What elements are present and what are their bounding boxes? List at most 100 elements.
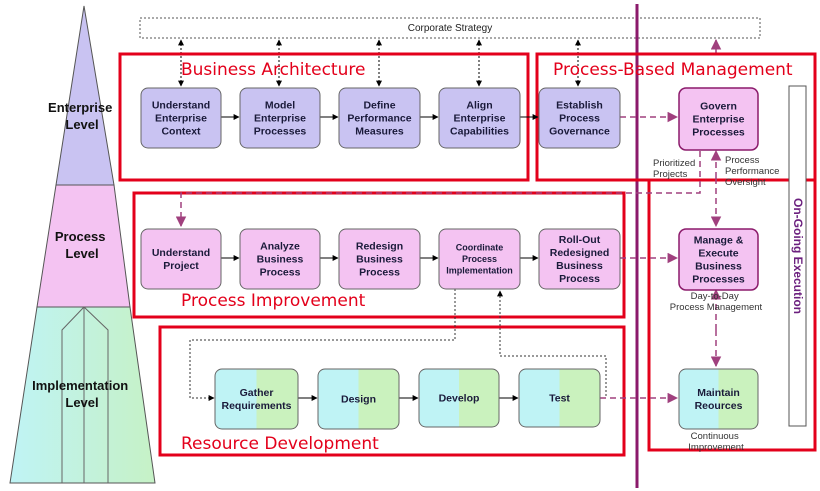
continuous-improvement-note: Continuous Improvement (688, 431, 744, 453)
ongoing-execution-label: On-Going Execution (791, 198, 805, 314)
node-box (214, 368, 299, 430)
day-to-day-process-management-note: Day-to-Day Process Management (670, 291, 763, 313)
process-level-label: Process Level (55, 229, 109, 261)
node-label-line: Context (161, 126, 201, 138)
prioritized-projects-note: Prioritized Projects (653, 158, 698, 180)
node-box (338, 87, 421, 149)
node-box (239, 87, 321, 149)
node-label: Develop (439, 393, 480, 405)
node-label-line: Process (559, 273, 600, 285)
node-label-line: Process (260, 267, 301, 279)
node-label-line: Enterprise (454, 113, 506, 125)
node-box (438, 228, 521, 290)
node-label-line: Processes (692, 127, 745, 139)
node-box (338, 228, 421, 290)
resource-development-title: Resource Development (181, 434, 379, 454)
implementation-level-label: Implementation Level (32, 378, 132, 410)
management-links (175, 111, 722, 404)
node-box (438, 87, 521, 149)
pyramid-implementation-segment (9, 306, 156, 484)
business-architecture-title: Business Architecture (181, 60, 365, 80)
node-label-line: Enterprise (155, 113, 207, 125)
node-label-line: Performance (347, 113, 411, 125)
node-label-line: Process (559, 113, 600, 125)
node-label-line: Business (356, 254, 403, 266)
node-label-line: Enterprise (254, 113, 306, 125)
node-label-line: Govern (700, 101, 737, 113)
node-develop: Develop (418, 368, 500, 428)
node-box (678, 228, 759, 291)
enterprise-level-label: Enterprise Level (48, 100, 116, 132)
node-label: Test (549, 393, 570, 405)
node-label-line: Maintain (697, 387, 740, 399)
node-label-line: Understand (152, 247, 210, 259)
node-label-line: Measures (355, 126, 404, 138)
corporate-strategy-label: Corporate Strategy (408, 23, 493, 34)
node-label-line: Redesign (356, 241, 403, 253)
node-label-line: Establish (556, 100, 603, 112)
node-label-line: Business (695, 261, 742, 273)
node-label-line: Gather (240, 387, 274, 399)
node-label-line: Implementation (446, 266, 513, 276)
ongoing-execution-box (788, 85, 807, 427)
node-box (678, 368, 759, 430)
node-label-line: Processes (254, 126, 307, 138)
process-improvement-title: Process Improvement (181, 291, 366, 311)
node-label-line: Understand (152, 100, 210, 112)
node-label-line: Requirements (221, 400, 291, 412)
node-label-line: Process (462, 254, 497, 264)
corporate-strategy-box (139, 17, 761, 39)
node-label-line: Analyze (260, 241, 300, 253)
node-label-line: Coordinate (456, 243, 504, 253)
node-box (239, 228, 321, 290)
node-box (538, 87, 621, 149)
node-box (140, 87, 222, 149)
node-box (140, 228, 222, 290)
resource-development-region (158, 325, 626, 457)
node-label-line: Align (466, 100, 492, 112)
node-label-line: Reources (695, 400, 743, 412)
node-label-line: Develop (439, 393, 480, 405)
node-label-line: Manage & (694, 235, 744, 247)
node-box (538, 228, 621, 290)
node-test: Test (518, 368, 601, 428)
process-performance-oversight-note: Process Performance Oversight (725, 155, 782, 188)
node-label-line: Model (265, 100, 295, 112)
node-label-line: Execute (698, 248, 738, 260)
node-box (678, 87, 759, 151)
node-label-line: Project (163, 260, 199, 272)
node-box (317, 368, 400, 430)
node-label-line: Roll-Out (559, 234, 601, 246)
flow-arrows (221, 114, 539, 401)
pyramid-enterprise-segment (55, 5, 115, 186)
node-box (418, 368, 500, 428)
node-label-line: Business (556, 260, 603, 272)
node-label-line: Processes (692, 274, 745, 286)
node-label-line: Capabilities (450, 126, 509, 138)
node-label-line: Governance (549, 126, 610, 138)
